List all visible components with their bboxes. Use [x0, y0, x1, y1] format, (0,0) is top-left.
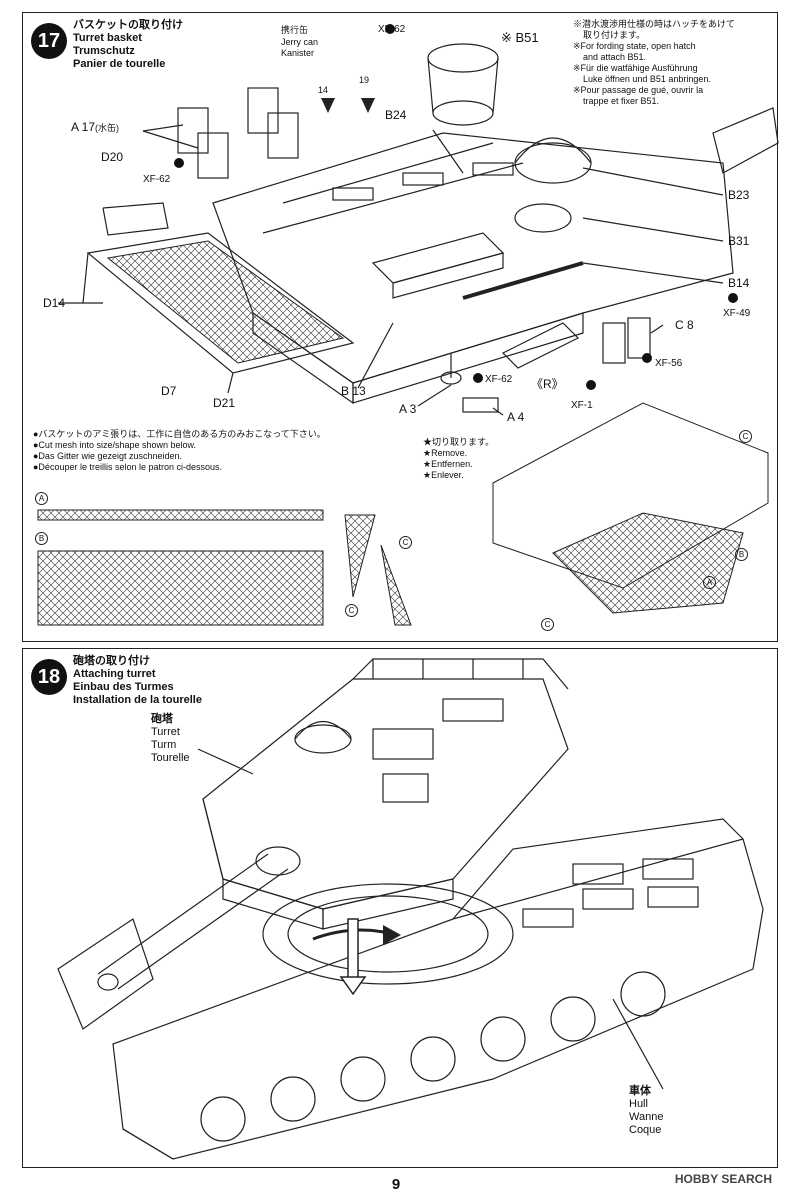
- mesh-note-line: ●Das Gitter wie gezeigt zuschneiden.: [33, 451, 183, 461]
- paint-xf62-top: XF-62: [378, 24, 406, 35]
- jerry-can-label-en: Jerry can: [281, 37, 319, 47]
- part-a17-label: A 17(水缶): [71, 121, 119, 135]
- mesh-note-line: ●バスケットのアミ張りは、工作に自信のある方のみおこなって下さい。: [33, 429, 326, 439]
- part-b24-label: B24: [385, 108, 407, 122]
- step-title-de: Einbau des Turmes: [73, 681, 174, 693]
- mesh-note: ●バスケットのアミ張りは、工作に自信のある方のみおこなって下さい。 ●Cut m…: [33, 429, 413, 473]
- part-d7-label: D7: [161, 384, 177, 398]
- mesh-c-letter: C: [345, 604, 358, 617]
- turret-label-jp: 砲塔: [151, 713, 173, 725]
- hull-label-en: Hull: [629, 1098, 648, 1110]
- mesh-b-letter: B: [35, 532, 48, 545]
- mesh-a-letter: A: [35, 492, 48, 505]
- fording-note-line: trappe et fixer B51.: [583, 96, 660, 106]
- jerry-can-label-jp: 携行缶: [281, 25, 309, 35]
- remove-note: ★切り取ります。 ★Remove. ★Entfernen. ★Enlever.: [423, 437, 543, 481]
- turret-label-de: Turm: [151, 739, 177, 751]
- hull-label-jp: 車体: [629, 1085, 651, 1097]
- fording-note-line: ※Pour passage de gué, ouvrir la: [573, 85, 704, 95]
- part-c8-label: C 8: [675, 318, 694, 332]
- hull-label-fr: Coque: [629, 1124, 662, 1136]
- step-number-badge: 17: [31, 23, 67, 59]
- part-b31-label: B31: [728, 234, 750, 248]
- remove-note-line: ★Enlever.: [423, 470, 464, 480]
- step-title: バスケットの取り付け Turret basket Trumschutz Pani…: [73, 19, 183, 71]
- step-title-en: Attaching turret: [73, 668, 156, 680]
- fording-note-line: Luke öffnen und B51 anbringen.: [583, 74, 711, 84]
- paint-xf62-left: XF-62: [143, 174, 171, 185]
- step-18-panel: 18 砲塔の取り付け Attaching turret Einbau des T…: [22, 648, 778, 1168]
- inset-c-letter: C: [739, 430, 752, 443]
- paint-xf49: XF-49: [723, 308, 751, 319]
- part-d21-label: D21: [213, 396, 236, 410]
- hull-label: 車体 Hull Wanne Coque: [629, 1085, 663, 1137]
- step-title-jp: 砲塔の取り付け: [73, 655, 150, 667]
- fording-note-line: and attach B51.: [583, 52, 647, 62]
- fording-note: ※潜水渡渉用仕様の時はハッチをあけて 取り付けます。 ※For fording …: [573, 19, 773, 107]
- step-title-en: Turret basket: [73, 32, 142, 44]
- fording-note-line: ※潜水渡渉用仕様の時はハッチをあけて: [573, 19, 736, 29]
- inset-c2-letter: C: [541, 618, 554, 631]
- part-r-label: 《R》: [531, 377, 564, 391]
- part-b14-label: B14: [728, 276, 750, 290]
- watermark: HOBBY SEARCH: [674, 1172, 772, 1186]
- paint-xf62-mid: XF-62: [485, 374, 513, 385]
- step-title-fr: Installation de la tourelle: [73, 694, 202, 706]
- part-d20-label: D20: [101, 150, 124, 164]
- inset-a-marker: A: [703, 575, 716, 589]
- mesh-a-marker: A: [35, 491, 48, 505]
- jerry-can-label-de: Kanister: [281, 48, 315, 58]
- hull-label-de: Wanne: [629, 1111, 664, 1123]
- inset-a-letter: A: [703, 576, 716, 589]
- part-a4-label: A 4: [507, 410, 525, 424]
- turret-attach-illustration: [57, 658, 764, 1160]
- part-b13-label: B 13: [341, 384, 366, 398]
- inset-b-letter: B: [735, 548, 748, 561]
- remove-note-line: ★Remove.: [423, 448, 468, 458]
- remove-note-line: ★切り取ります。: [423, 437, 495, 447]
- paint-xf1: XF-1: [571, 400, 593, 411]
- step-title-jp: バスケットの取り付け: [73, 19, 183, 31]
- part-b51-label: ※ B51: [501, 30, 539, 45]
- mesh-c-marker: C: [399, 535, 412, 549]
- mesh-c-letter: C: [399, 536, 412, 549]
- fording-note-line: ※For fording state, open hatch: [573, 41, 696, 51]
- mesh-b-marker: B: [35, 531, 48, 545]
- mesh-note-line: ●Cut mesh into size/shape shown below.: [33, 440, 197, 450]
- step-title-fr: Panier de tourelle: [73, 58, 166, 70]
- step-title-de: Trumschutz: [73, 45, 135, 57]
- turret-basket-illustration: [37, 24, 779, 626]
- fording-note-line: 取り付けます。: [583, 30, 646, 40]
- marker-14: 14: [318, 85, 329, 95]
- page-number: 9: [391, 1176, 401, 1193]
- part-b23-label: B23: [728, 188, 750, 202]
- paint-xf56: XF-56: [655, 358, 683, 369]
- inset-c2-marker: C: [541, 617, 554, 631]
- step-title: 砲塔の取り付け Attaching turret Einbau des Turm…: [73, 655, 202, 707]
- marker-19: 19: [359, 75, 370, 85]
- part-a17-number: A 17: [71, 120, 96, 134]
- turret-label-en: Turret: [151, 726, 180, 738]
- inset-c-marker: C: [739, 429, 752, 443]
- turret-label: 砲塔 Turret Turm Tourelle: [151, 713, 190, 765]
- mesh-c-marker: C: [345, 603, 358, 617]
- step-17-panel: 17 バスケットの取り付け Turret basket Trumschutz P…: [22, 12, 779, 642]
- fording-note-line: ※Für die watfähige Ausführung: [573, 63, 698, 73]
- inset-b-marker: B: [735, 547, 748, 561]
- turret-label-fr: Tourelle: [151, 752, 190, 764]
- mesh-note-line: ●Découper le treillis selon le patron ci…: [33, 462, 223, 472]
- step-number-badge: 18: [31, 659, 67, 695]
- part-a3-label: A 3: [399, 402, 417, 416]
- remove-note-line: ★Entfernen.: [423, 459, 473, 469]
- part-a17-jp: (水缶): [95, 123, 120, 133]
- part-d14-label: D14: [43, 296, 66, 310]
